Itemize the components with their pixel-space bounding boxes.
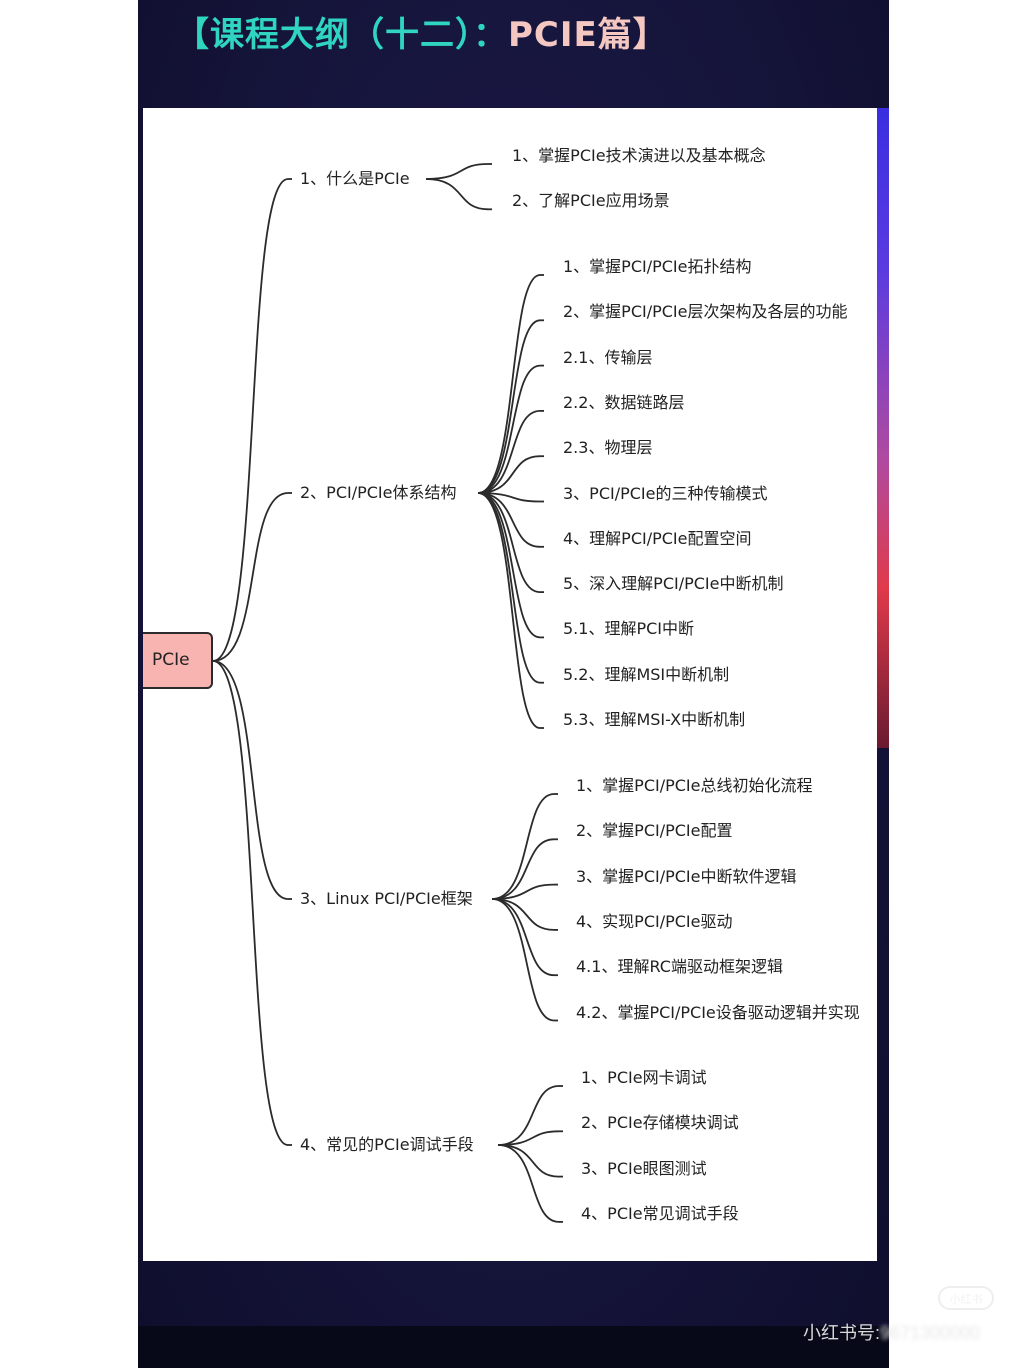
leaf-connector	[477, 492, 541, 639]
leaf-node: 2、掌握PCI/PCIe配置	[576, 821, 733, 841]
branch-node: 3、Linux PCI/PCIe框架	[300, 889, 473, 908]
leaf-connector	[477, 492, 541, 684]
leaf-node: 3、PCIe眼图测试	[581, 1158, 707, 1178]
leaf-connector	[477, 492, 541, 503]
leaf-node: 5.2、理解MSI中断机制	[563, 664, 730, 684]
leaf-node: 4.1、理解RC端驱动框架逻辑	[576, 957, 783, 977]
leaf-node: 2、了解PCIe应用场景	[512, 191, 670, 211]
leaf-node: 1、PCIe网卡调试	[581, 1068, 707, 1087]
leaf-node: 5.3、理解MSI-X中断机制	[563, 710, 746, 729]
mindmap-sheet	[143, 108, 877, 1261]
branch-connector	[212, 492, 289, 662]
leaf-node: 2.2、数据链路层	[563, 392, 685, 412]
leaf-node: 5.1、理解PCI中断	[563, 619, 694, 639]
leaf-connector	[477, 455, 541, 494]
leaf-node: 3、PCI/PCIe的三种传输模式	[563, 483, 768, 503]
xiaohongshu-logo-badge: 小红书	[938, 1286, 994, 1310]
leaf-connector	[491, 898, 555, 931]
leaf-node: 1、掌握PCI/PCIe拓扑结构	[563, 257, 752, 276]
leaf-connector	[477, 492, 541, 729]
leaf-connector	[491, 793, 555, 900]
root-node: PCIe	[143, 632, 213, 689]
connector-lines	[212, 163, 563, 1223]
leaf-node: 1、掌握PCI/PCIe总线初始化流程	[576, 776, 813, 795]
accent-gradient-bar	[876, 108, 889, 748]
leaf-node: 2、掌握PCI/PCIe层次架构及各层的功能	[563, 302, 848, 322]
title-part-1: 【课程大纲（十二）：	[175, 15, 508, 55]
leaf-node: 4、实现PCI/PCIe驱动	[576, 911, 733, 931]
leaf-connector	[491, 898, 555, 977]
leaf-node: 1、掌握PCIe技术演进以及基本概念	[512, 146, 766, 165]
leaf-connector	[477, 274, 541, 494]
leaf-connector	[491, 883, 555, 900]
leaf-node: 3、掌握PCI/PCIe中断软件逻辑	[576, 866, 797, 886]
leaf-connector	[497, 1144, 560, 1178]
leaf-connector	[497, 1130, 560, 1146]
leaf-connector	[477, 364, 541, 494]
leaf-connector	[425, 178, 489, 211]
branch-connector	[212, 660, 289, 900]
branch-node: 2、PCI/PCIe体系结构	[300, 483, 457, 502]
leaf-node: 5、深入理解PCI/PCIe中断机制	[563, 574, 784, 594]
bottom-band	[138, 1326, 889, 1368]
leaf-connector	[425, 163, 489, 180]
branch-connector	[212, 178, 289, 662]
leaf-node: 2.3、物理层	[563, 438, 653, 458]
leaf-node: 2.1、传输层	[563, 347, 653, 367]
branch-node: 1、什么是PCIe	[300, 169, 410, 188]
leaf-connector	[477, 319, 541, 494]
leaf-connector	[477, 492, 541, 593]
leaf-connector	[477, 492, 541, 548]
leaf-connector	[477, 410, 541, 494]
watermark: 小红书号:9671300000	[803, 1319, 980, 1345]
leaf-node: 4、PCIe常见调试手段	[581, 1203, 739, 1223]
page-title: 【课程大纲（十二）：PCIE篇】	[175, 10, 668, 60]
leaf-node: 4、理解PCI/PCIe配置空间	[563, 528, 752, 548]
branch-node: 4、常见的PCIe调试手段	[300, 1135, 474, 1154]
leaf-connector	[491, 898, 555, 1022]
leaf-connector	[497, 1144, 560, 1223]
leaf-node: 2、PCIe存储模块调试	[581, 1113, 739, 1133]
branch-connector	[212, 660, 289, 1146]
leaf-connector	[491, 838, 555, 900]
watermark-label: 小红书号:	[803, 1323, 881, 1343]
leaf-node: 4.2、掌握PCI/PCIe设备驱动逻辑并实现	[576, 1002, 860, 1022]
watermark-id: 9671300000	[880, 1323, 981, 1343]
title-part-2: PCIE篇】	[508, 15, 668, 55]
leaf-connector	[497, 1085, 560, 1146]
